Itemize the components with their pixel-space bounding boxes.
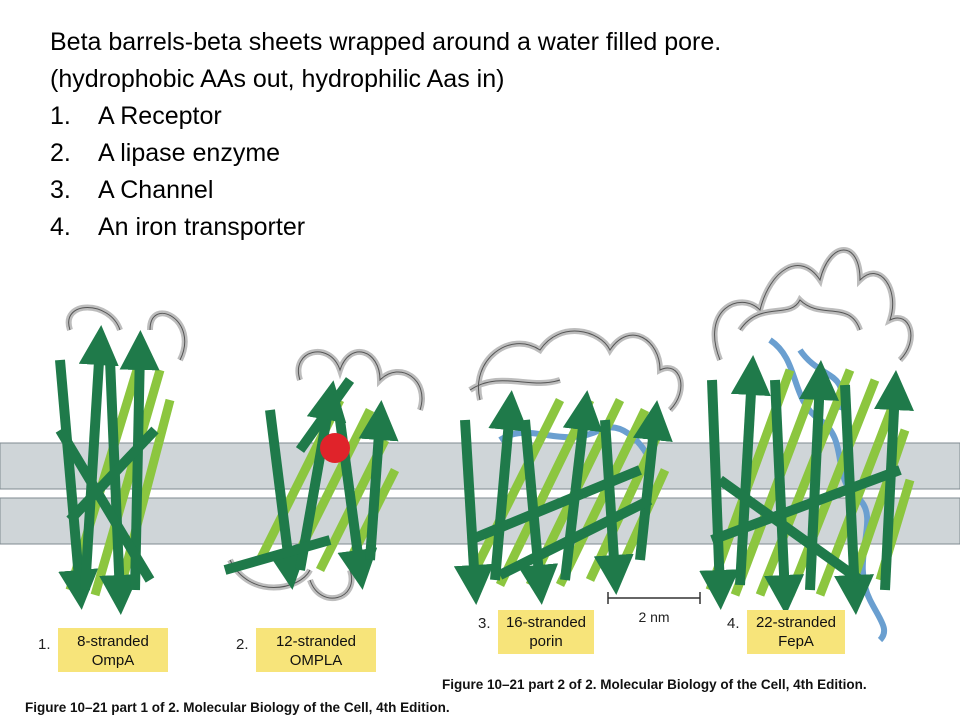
caption-line: OMPLA [290, 652, 343, 669]
caption-number: 4. [727, 615, 740, 632]
caption-line: 12-stranded [276, 633, 356, 650]
caption-line: FepA [778, 633, 814, 650]
caption-line: 16-stranded [506, 614, 586, 631]
figure-credit-part-1: Figure 10–21 part 1 of 2. Molecular Biol… [25, 700, 450, 715]
active-site-marker [320, 433, 350, 463]
caption-line: 22-stranded [756, 614, 836, 631]
slide-title-line-1: Beta barrels-beta sheets wrapped around … [50, 28, 722, 56]
fepa-structure [699, 247, 915, 643]
figure-credit-part-2: Figure 10–21 part 2 of 2. Molecular Biol… [442, 677, 867, 692]
slide-title-line-2: (hydrophobic AAs out, hydrophilic Aas in… [50, 65, 505, 93]
ompla-structure [223, 348, 425, 601]
caption-3: 3. 16-stranded porin [478, 610, 594, 654]
scale-bar-label: 2 nm [638, 609, 669, 625]
caption-number: 2. [236, 636, 249, 653]
caption-line: OmpA [92, 652, 135, 669]
caption-4: 4. 22-stranded FepA [727, 610, 845, 654]
caption-line: 8-stranded [77, 633, 149, 650]
list-item: 2.A lipase enzyme [50, 139, 281, 167]
protein-list: 1.A Receptor 2.A lipase enzyme 3.A Chann… [50, 98, 930, 246]
porin-structure [453, 328, 684, 605]
caption-number: 1. [38, 636, 51, 653]
caption-line: porin [529, 633, 562, 650]
list-item: 3.A Channel [50, 176, 214, 204]
caption-1: 1. 8-stranded OmpA [38, 628, 168, 672]
slide-text: Beta barrels-beta sheets wrapped around … [50, 24, 930, 246]
caption-2: 2. 12-stranded OMPLA [236, 628, 376, 672]
list-item: 4.An iron transporter [50, 213, 306, 241]
ompa-structure [55, 304, 188, 615]
caption-number: 3. [478, 615, 491, 632]
list-item: 1.A Receptor [50, 102, 222, 130]
scale-bar: 2 nm [607, 592, 701, 625]
